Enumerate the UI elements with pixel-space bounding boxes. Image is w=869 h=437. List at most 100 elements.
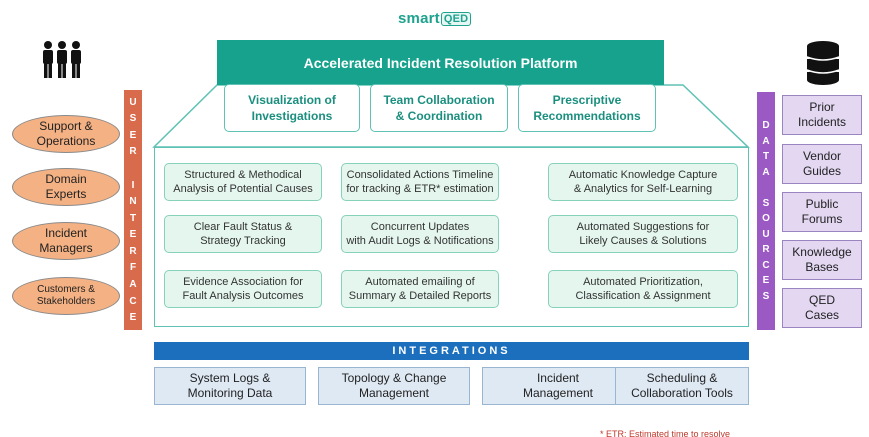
stakeholder-line: Operations	[36, 134, 96, 148]
pillar-line: & Coordination	[395, 109, 483, 123]
source-line: Vendor	[802, 149, 842, 163]
ds-letter: T	[762, 151, 770, 163]
pillar-line: Team Collaboration	[383, 93, 495, 107]
ds-letter: D	[762, 120, 770, 132]
ui-letter: S	[129, 113, 137, 125]
ui-letter: F	[129, 262, 137, 274]
source-line: Public	[805, 197, 839, 211]
feature-line: Fault Analysis Outcomes	[182, 290, 304, 302]
ds-letter: R	[762, 244, 770, 256]
feature-line: Classification & Assignment	[575, 290, 711, 302]
feature-line: Structured & Methodical	[184, 169, 302, 181]
source-line: Forums	[801, 212, 843, 226]
pillar-line: Recommendations	[533, 109, 641, 123]
ui-letter: R	[129, 245, 137, 257]
feature-fault-status: Clear Fault Status & Strategy Tracking	[164, 215, 322, 253]
stakeholder-line: Experts	[45, 187, 87, 201]
stakeholder-line: Incident	[44, 226, 88, 240]
stakeholder-support-operations: Support &Operations	[12, 115, 120, 153]
feature-knowledge-capture: Automatic Knowledge Capture & Analytics f…	[548, 163, 738, 201]
feature-line: Likely Causes & Solutions	[579, 235, 707, 247]
ds-letter: S	[762, 290, 770, 302]
integration-line: Scheduling &	[646, 371, 718, 385]
integration-system-logs: System Logs &Monitoring Data	[154, 367, 306, 405]
logo-mark: QED	[440, 12, 472, 26]
feature-automated-prioritization: Automated Prioritization, Classification …	[548, 270, 738, 308]
ds-letter: A	[762, 135, 770, 147]
logo-brand: smart	[398, 10, 440, 27]
stakeholder-customers: Customers &Stakeholders	[12, 277, 120, 315]
ds-letter: S	[762, 197, 770, 209]
pillar-collaboration: Team Collaboration & Coordination	[370, 84, 508, 132]
source-line: Bases	[805, 260, 839, 274]
pillar-line: Prescriptive	[552, 93, 622, 107]
feature-line: with Audit Logs & Notifications	[346, 235, 494, 247]
source-line: QED	[808, 293, 835, 307]
feature-line: Strategy Tracking	[200, 235, 286, 247]
ds-letter: A	[762, 166, 770, 178]
pillar-line: Visualization of	[248, 93, 336, 107]
source-line: Prior	[809, 100, 835, 114]
feature-automated-emailing: Automated emailing of Summary & Detailed …	[341, 270, 499, 308]
ui-letter: E	[129, 229, 137, 241]
ds-letter: U	[762, 228, 770, 240]
ui-letter: E	[129, 312, 137, 324]
integration-line: Management	[522, 386, 594, 400]
source-line: Incidents	[797, 115, 847, 129]
feature-line: Summary & Detailed Reports	[348, 290, 492, 302]
ui-letter: E	[129, 129, 137, 141]
ds-letter	[765, 182, 768, 193]
ui-letter: A	[129, 278, 137, 290]
feature-line: & Analytics for Self-Learning	[573, 183, 713, 195]
feature-line: Clear Fault Status &	[193, 221, 293, 233]
integration-line: System Logs &	[189, 371, 271, 385]
feature-line: Automated emailing of	[365, 276, 475, 288]
ui-letter: U	[129, 96, 137, 108]
stakeholder-line: Domain	[45, 172, 87, 186]
ui-letter	[132, 163, 135, 174]
source-line: Knowledge	[792, 245, 852, 259]
integration-line: Topology & Change	[341, 371, 447, 385]
feature-line: for tracking & ETR* estimation	[346, 183, 494, 195]
integrations-bar: INTEGRATIONS	[154, 342, 749, 360]
platform-title-banner: Accelerated Incident Resolution Platform	[217, 40, 664, 85]
integration-line: Management	[358, 386, 430, 400]
ui-letter: N	[129, 196, 137, 208]
platform-title: Accelerated Incident Resolution Platform	[303, 54, 578, 71]
feature-line: Automated Prioritization,	[583, 276, 703, 288]
feature-line: Evidence Association for	[183, 276, 303, 288]
source-line: Cases	[804, 308, 839, 322]
etr-footnote: * ETR: Estimated time to resolve	[600, 429, 731, 437]
database-icon	[806, 41, 840, 85]
ds-letter: C	[762, 259, 770, 271]
feature-concurrent-updates: Concurrent Updates with Audit Logs & Noti…	[341, 215, 499, 253]
stakeholder-line: Stakeholders	[36, 296, 96, 307]
stakeholder-line: Support &	[39, 119, 93, 133]
user-interface-bar: U S E R I N T E R F A C E	[124, 90, 142, 330]
feature-line: Concurrent Updates	[370, 221, 470, 233]
feature-line: Automatic Knowledge Capture	[568, 169, 718, 181]
ui-letter: T	[129, 212, 137, 224]
integrations-title: INTEGRATIONS	[392, 345, 511, 357]
integration-line: Collaboration Tools	[631, 386, 733, 400]
ds-letter: E	[762, 275, 770, 287]
data-sources-bar: D A T A S O U R C E S	[757, 92, 775, 330]
integration-line: Monitoring Data	[187, 386, 273, 400]
source-line: Guides	[802, 164, 841, 178]
